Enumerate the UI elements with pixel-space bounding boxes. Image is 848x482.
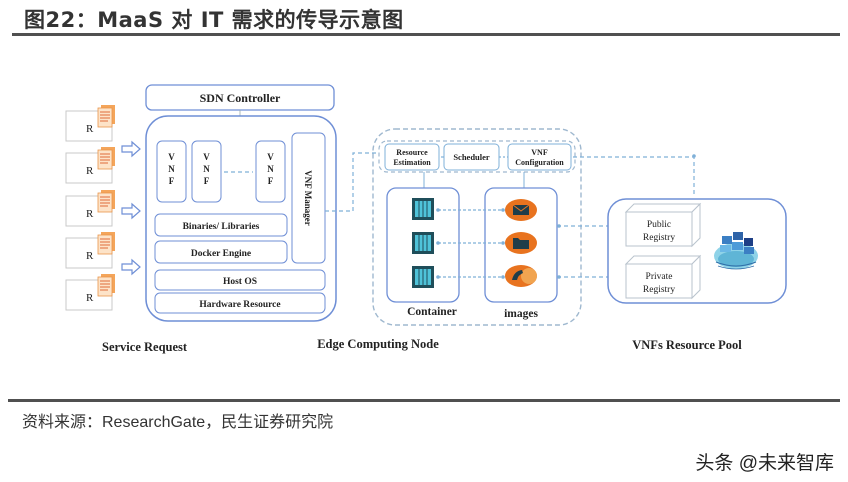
hardware-resource-box: Hardware Resource — [154, 292, 326, 314]
svg-text:F: F — [268, 176, 274, 186]
svg-text:VNF: VNF — [531, 148, 548, 157]
svg-text:Registry: Registry — [643, 285, 675, 295]
arrow-icon — [121, 258, 141, 276]
public-registry-box: Public Registry — [624, 202, 702, 248]
svg-text:N: N — [203, 164, 210, 174]
host-os-box: Host OS — [154, 269, 326, 291]
svg-text:SDN Controller: SDN Controller — [200, 91, 281, 105]
resource-estimation-box: Resource Estimation — [384, 143, 440, 171]
svg-text:V: V — [267, 152, 274, 162]
document-icon — [97, 147, 115, 170]
document-icon — [97, 190, 115, 213]
container-icon — [412, 198, 434, 220]
edge-host-box: V N F V N F V N F VNF Manager Binaries/ … — [145, 115, 337, 322]
svg-text:N: N — [267, 164, 274, 174]
edge-computing-node-label: Edge Computing Node — [317, 337, 439, 351]
source-note: 资料来源：ResearchGate，民生证券研究院 — [22, 414, 334, 431]
vnf-box: V N F — [156, 140, 187, 203]
svg-text:R: R — [86, 123, 94, 135]
svg-text:R: R — [86, 250, 94, 262]
svg-text:Resource: Resource — [396, 148, 428, 157]
document-icon — [97, 274, 115, 297]
service-request-label: Service Request — [102, 340, 188, 354]
sdn-controller-box: SDN Controller — [145, 84, 335, 111]
folder-icon — [505, 232, 537, 254]
svg-text:R: R — [86, 165, 94, 177]
container-box — [386, 187, 460, 303]
svg-text:Binaries/ Libraries: Binaries/ Libraries — [183, 222, 260, 232]
scheduler-box: Scheduler — [443, 143, 500, 171]
vnf-resource-pool: Public Registry Private Registry VNFs Re… — [607, 198, 787, 352]
title-divider — [12, 33, 840, 36]
svg-text:Estimation: Estimation — [393, 158, 431, 167]
arrow-icon — [121, 202, 141, 220]
vnf-configuration-box: VNF Configuration — [507, 143, 572, 171]
svg-text:R: R — [86, 292, 94, 304]
edge-computing-node: Resource Estimation Scheduler VNF Config… — [317, 128, 582, 351]
svg-text:Private: Private — [646, 272, 673, 282]
watermark: 头条 @未来智库 — [695, 453, 834, 474]
mail-icon — [505, 199, 537, 221]
document-icon — [97, 105, 115, 128]
vnf-manager-box: VNF Manager — [291, 132, 326, 264]
svg-text:V: V — [168, 152, 175, 162]
arrow-icon — [121, 140, 141, 158]
svg-text:VNF Manager: VNF Manager — [303, 170, 313, 225]
container-image-links — [438, 209, 503, 278]
connector-line — [325, 152, 376, 212]
svg-text:Hardware Resource: Hardware Resource — [199, 300, 280, 310]
service-request-group: R R R — [65, 105, 188, 354]
svg-text:Configuration: Configuration — [515, 158, 564, 167]
images-label: images — [504, 308, 538, 320]
docker-whale-icon — [714, 232, 758, 270]
svg-text:F: F — [204, 176, 210, 186]
vnf-box: V N F — [255, 140, 286, 203]
svg-text:Public: Public — [647, 220, 671, 230]
source-divider — [8, 399, 840, 402]
request-card: R — [65, 232, 115, 269]
request-card: R — [65, 105, 115, 142]
container-icon — [412, 232, 434, 254]
figure-title: 图22：MaaS 对 IT 需求的传导示意图 — [24, 8, 404, 32]
svg-text:Docker Engine: Docker Engine — [191, 249, 251, 259]
svg-text:R: R — [86, 208, 94, 220]
request-card: R — [65, 274, 115, 311]
svg-text:Scheduler: Scheduler — [453, 152, 490, 162]
svg-text:N: N — [168, 164, 175, 174]
document-icon — [97, 232, 115, 255]
resource-pool-label: VNFs Resource Pool — [632, 338, 742, 352]
request-card: R — [65, 190, 115, 227]
container-icon — [412, 266, 434, 288]
vnf-box: V N F — [191, 140, 222, 203]
images-box — [484, 187, 558, 303]
svg-text:Registry: Registry — [643, 233, 675, 243]
private-registry-box: Private Registry — [624, 254, 702, 300]
svg-text:F: F — [169, 176, 175, 186]
docker-engine-box: Docker Engine — [154, 240, 288, 264]
phone-icon — [505, 265, 537, 287]
binaries-libraries-box: Binaries/ Libraries — [154, 213, 288, 237]
request-card: R — [65, 147, 115, 184]
svg-text:V: V — [203, 152, 210, 162]
container-label: Container — [407, 306, 457, 318]
svg-text:Host OS: Host OS — [223, 277, 257, 287]
